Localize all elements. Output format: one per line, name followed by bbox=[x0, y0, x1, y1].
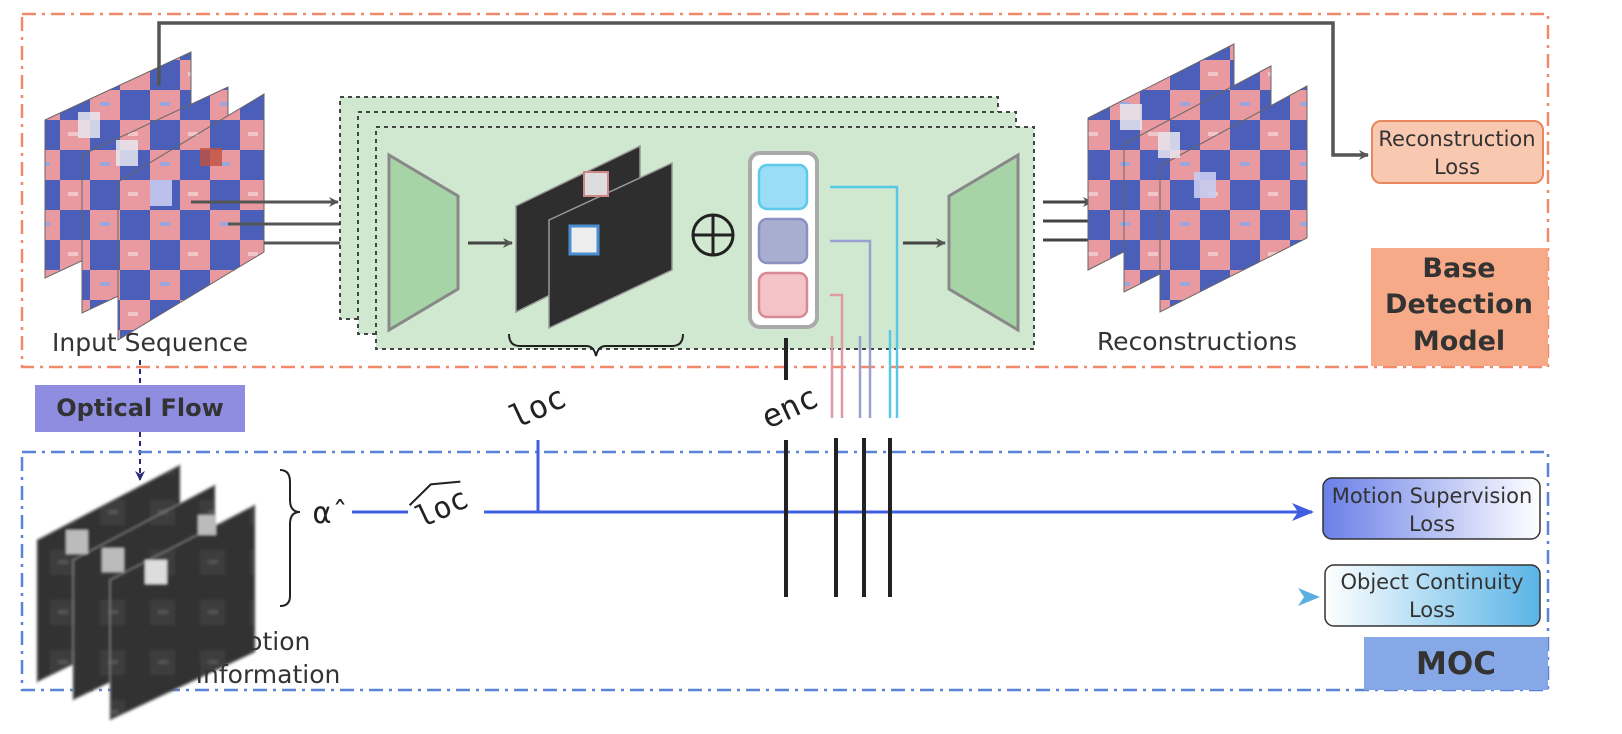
reconstruction-loss-box bbox=[1371, 120, 1544, 184]
object-crop-icon bbox=[583, 171, 609, 197]
base-detection-label-box bbox=[1371, 248, 1548, 366]
reconstruction-loss-label-1: Reconstruction bbox=[1378, 127, 1535, 151]
motion-information-label-2: Information bbox=[196, 660, 341, 689]
encoding-lines bbox=[830, 185, 899, 418]
moc-label-box bbox=[1364, 637, 1548, 690]
ghost-sprite-icon bbox=[1158, 132, 1180, 158]
input-sequence-label: Input Sequence bbox=[52, 328, 248, 357]
location-maps bbox=[515, 144, 673, 330]
motion-supervision-loss-label-1: Motion Supervision bbox=[1332, 484, 1533, 508]
enc-label: enc bbox=[755, 378, 823, 437]
moc-label: MOC bbox=[1416, 646, 1496, 682]
encoding-slot-lavender bbox=[757, 217, 809, 265]
optical-flow-label: Optical Flow bbox=[56, 394, 224, 422]
ghost-sprite-icon bbox=[1194, 172, 1216, 198]
loc-hat-group: loc bbox=[408, 480, 474, 536]
encoder-block bbox=[387, 152, 460, 333]
alpha-hat-label: α̂ bbox=[313, 496, 345, 531]
input-sequence-frames bbox=[44, 51, 265, 341]
object-crop-icon bbox=[568, 224, 600, 256]
ghost-sprite-icon bbox=[116, 140, 138, 166]
reconstruction-loss-label-2: Loss bbox=[1434, 155, 1480, 179]
base-detection-label-1: Base bbox=[1422, 253, 1495, 284]
object-continuity-loss-box bbox=[1324, 564, 1541, 627]
loc-label: loc bbox=[503, 378, 571, 437]
ghost-sprite-icon bbox=[150, 180, 172, 206]
reconstruction-frames bbox=[1087, 43, 1308, 313]
loc-hat-label: loc bbox=[410, 481, 474, 536]
object-continuity-loss-label-2: Loss bbox=[1409, 598, 1455, 622]
enc-feature-lines bbox=[784, 438, 892, 597]
encoding-slot-pink bbox=[757, 271, 809, 319]
motion-supervision-loss-box bbox=[1322, 477, 1541, 540]
motion-supervision-loss-label-2: Loss bbox=[1409, 512, 1455, 536]
loc-brace bbox=[508, 333, 684, 357]
hat-accent bbox=[408, 480, 461, 506]
object-continuity-loss-label-1: Object Continuity bbox=[1340, 570, 1523, 594]
base-detection-label-3: Model bbox=[1413, 326, 1505, 357]
reconstructions-label: Reconstructions bbox=[1097, 327, 1297, 356]
base-detection-label-2: Detection bbox=[1385, 289, 1533, 320]
enemy-sprite-icon bbox=[200, 148, 222, 166]
motion-information-label-1: Motion bbox=[226, 627, 311, 656]
decoder-block bbox=[947, 152, 1020, 333]
optical-flow-box bbox=[35, 385, 245, 432]
model-panels bbox=[339, 96, 1035, 350]
ghost-sprite-icon bbox=[78, 112, 100, 138]
skip-connection-line bbox=[157, 21, 1369, 160]
encoding-slot-cyan bbox=[757, 163, 809, 211]
alpha-brace bbox=[279, 469, 301, 607]
ghost-sprite-icon bbox=[1120, 104, 1142, 130]
motion-information-frames bbox=[36, 464, 256, 721]
